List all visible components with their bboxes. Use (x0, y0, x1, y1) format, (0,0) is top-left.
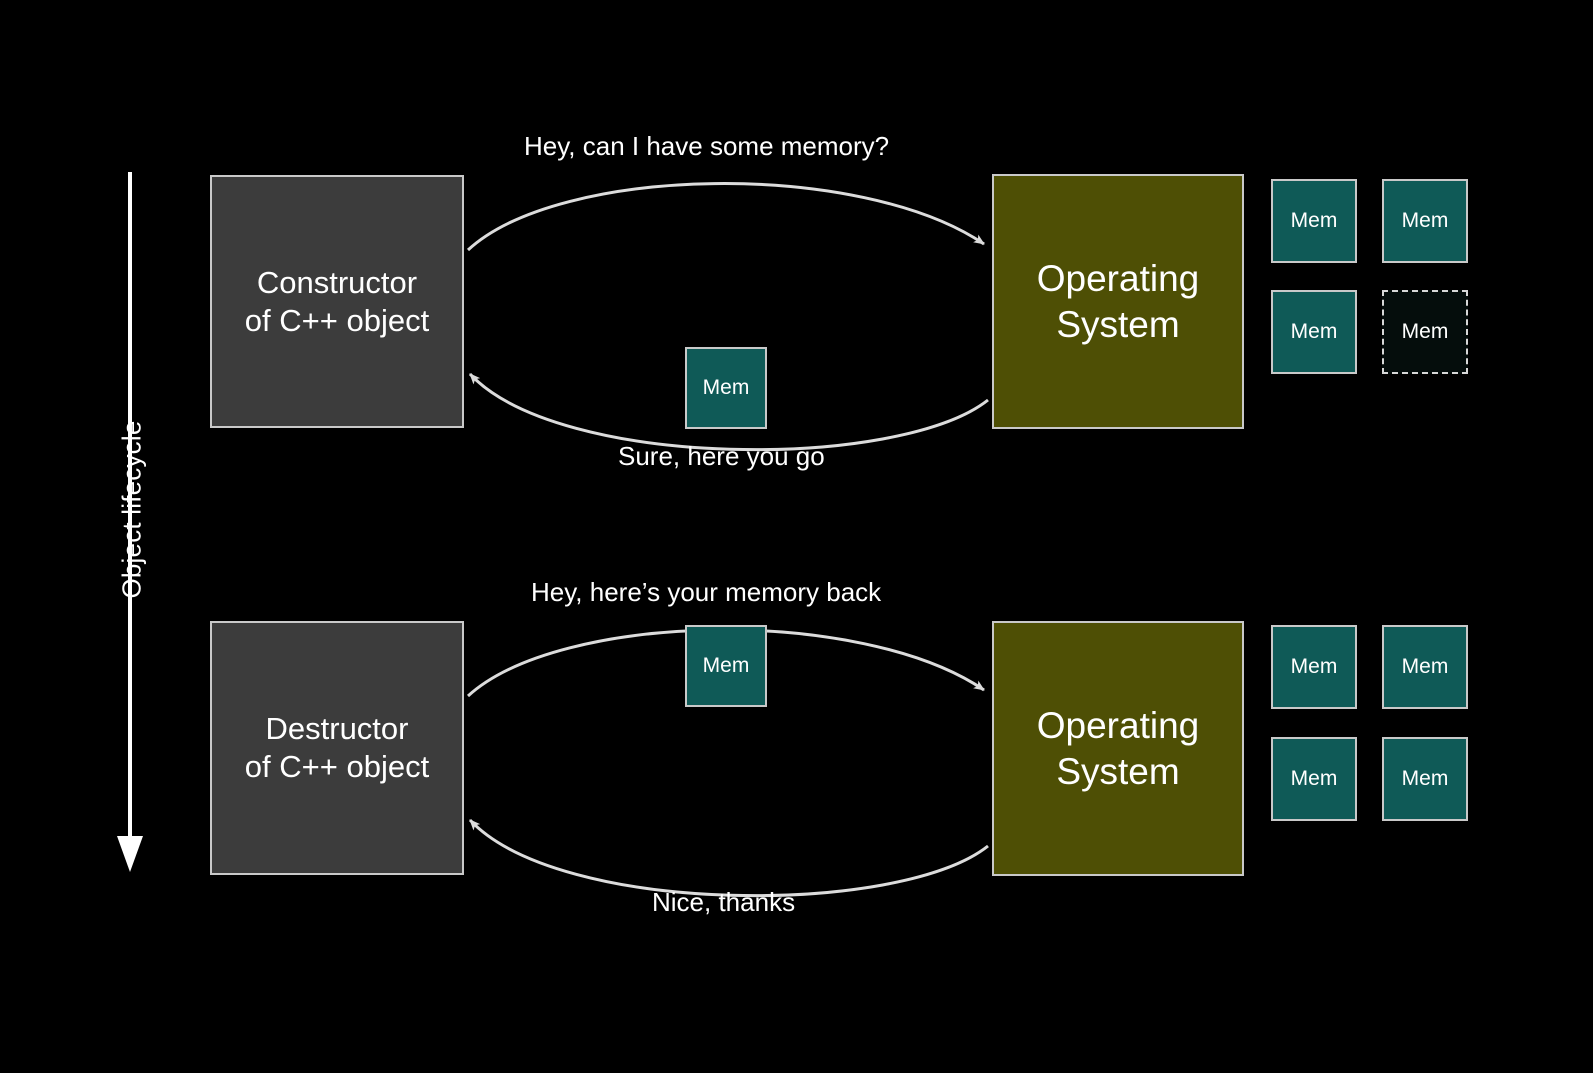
caption-thanks: Nice, thanks (652, 887, 796, 917)
memory-pool-block-bottom-1: Mem (1271, 625, 1357, 709)
memory-pool-block-bottom-4: Mem (1382, 737, 1468, 821)
memory-block-in-transit-bottom: Mem (685, 625, 767, 707)
caption-return-memory: Hey, here’s your memory back (531, 577, 882, 607)
object-lifecycle-axis: Object lifecycle (112, 172, 148, 872)
object-lifecycle-label: Object lifecycle (116, 420, 147, 599)
constructor-line-1: Constructor (256, 264, 418, 300)
constructor-line-2: of C++ object (244, 302, 430, 338)
os-bottom-line-2: System (1056, 750, 1180, 792)
destructor-box[interactable]: Destructor of C++ object (210, 621, 464, 875)
memory-pool-block-bottom-3: Mem (1271, 737, 1357, 821)
arrow-request-top (466, 182, 985, 252)
operating-system-box-top[interactable]: Operating System (992, 174, 1244, 429)
caption-grant-memory: Sure, here you go (618, 441, 825, 471)
lifecycle-arrow-icon (117, 172, 143, 872)
os-top-line-2: System (1056, 303, 1180, 345)
destructor-line-1: Destructor (265, 711, 409, 747)
destructor-box-label: Destructor of C++ object (212, 710, 462, 786)
memory-pool-block-bottom-2: Mem (1382, 625, 1468, 709)
operating-system-bottom-label: Operating System (994, 703, 1242, 793)
operating-system-box-bottom[interactable]: Operating System (992, 621, 1244, 876)
arrow-response-bottom (468, 818, 989, 898)
memory-block-in-transit-top: Mem (685, 347, 767, 429)
memory-pool-block-top-4-free: Mem (1382, 290, 1468, 374)
memory-pool-block-top-3: Mem (1271, 290, 1357, 374)
os-bottom-line-1: Operating (1036, 705, 1200, 747)
operating-system-top-label: Operating System (994, 256, 1242, 346)
os-top-line-1: Operating (1036, 258, 1200, 300)
memory-pool-block-top-2: Mem (1382, 179, 1468, 263)
destructor-line-2: of C++ object (244, 749, 430, 784)
memory-pool-block-top-1: Mem (1271, 179, 1357, 263)
constructor-box[interactable]: Constructor of C++ object (210, 175, 464, 428)
caption-request-memory: Hey, can I have some memory? (524, 131, 890, 161)
constructor-box-label: Constructor of C++ object (212, 264, 462, 340)
